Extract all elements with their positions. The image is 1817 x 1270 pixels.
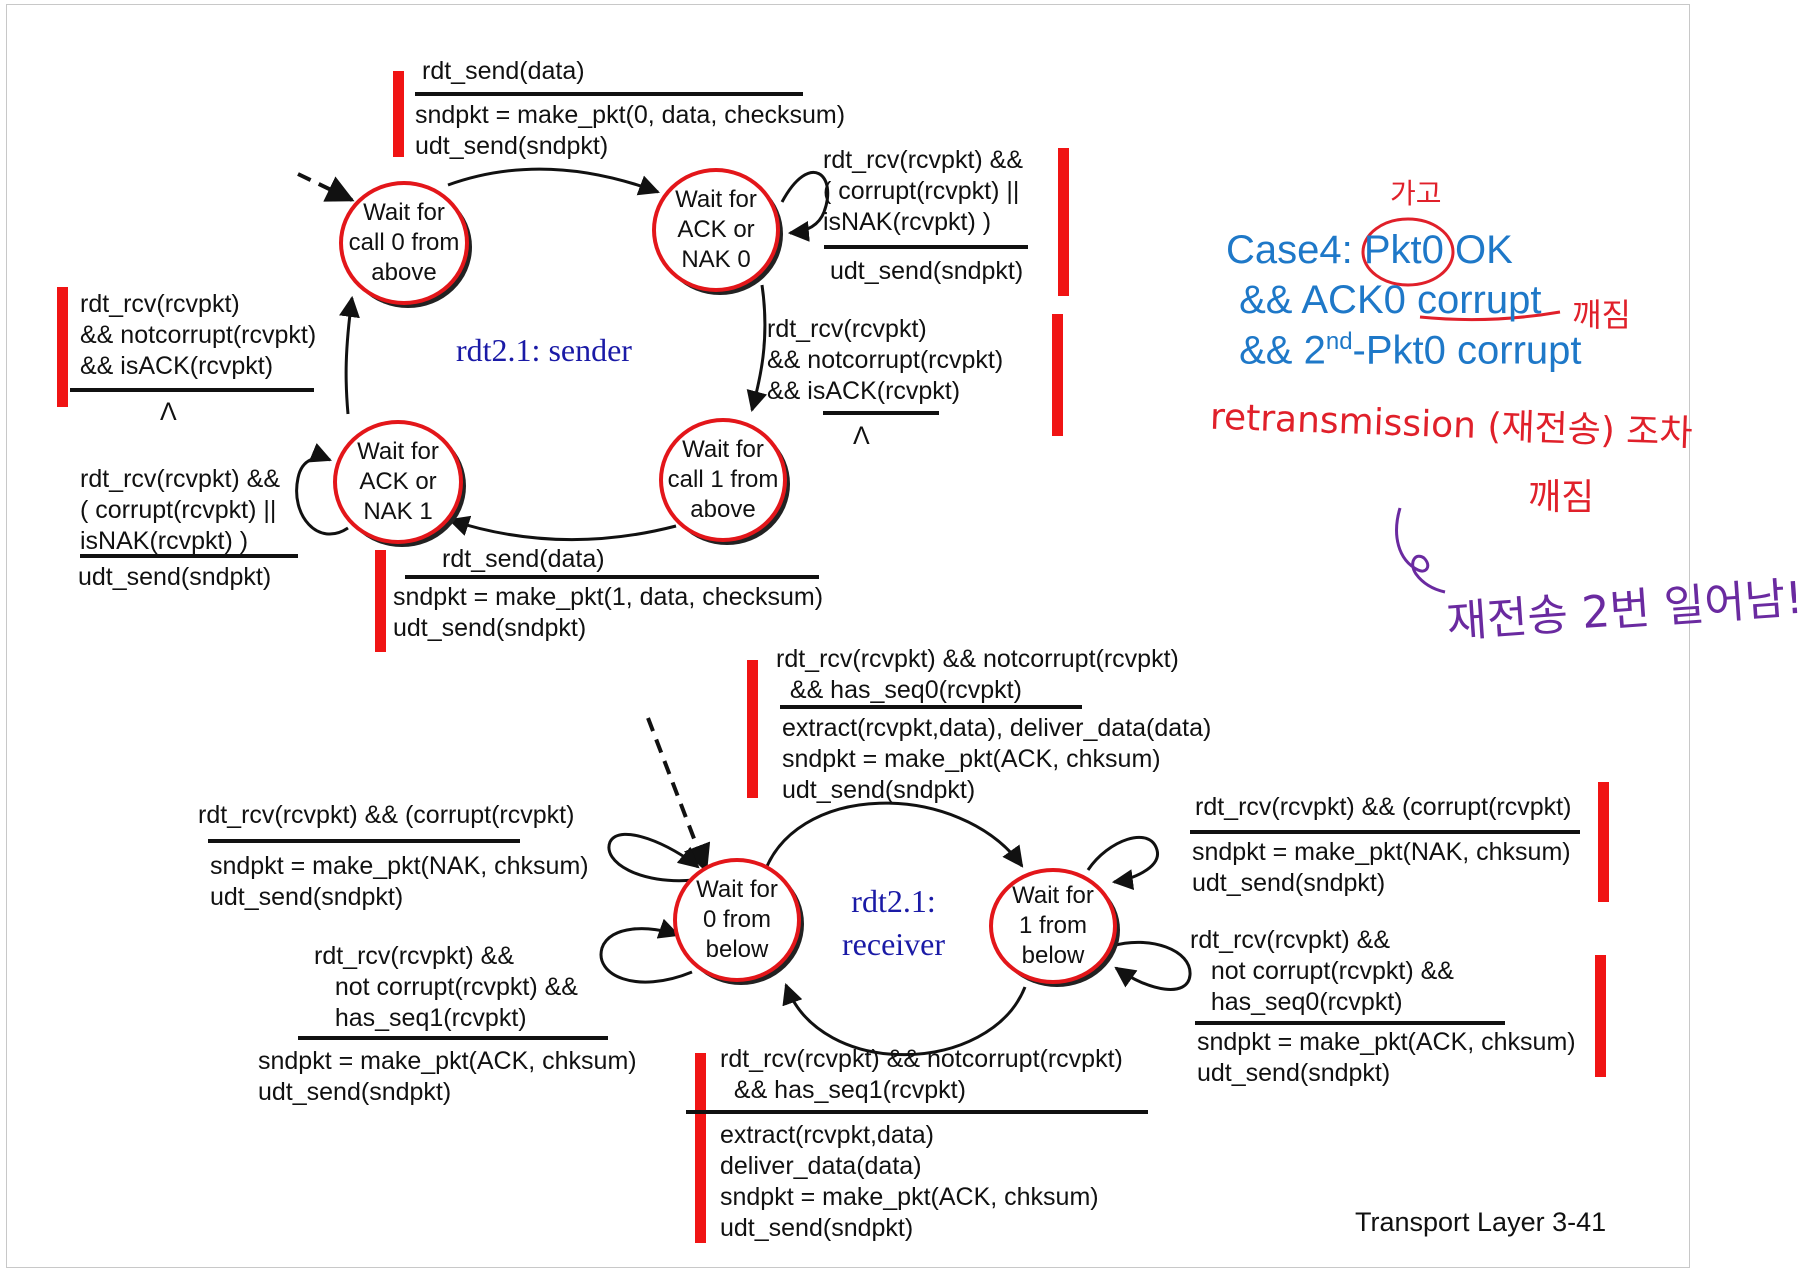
transition-action: Λ xyxy=(160,398,177,426)
case-line-3a: && 2 xyxy=(1228,328,1326,373)
transition-label: rdt_send(data) xyxy=(422,57,585,85)
state-wait-0-below: Wait for 0 from below xyxy=(673,858,801,982)
state-wait-call-1: Wait for call 1 from above xyxy=(659,418,787,542)
highlight-marker xyxy=(695,1053,706,1243)
transition-divider xyxy=(298,1036,608,1040)
footer-page-label: Transport Layer 3-41 xyxy=(1355,1207,1607,1237)
receiver-title: rdt2.1: receiver xyxy=(842,883,946,962)
transition-action: extract(rcvpkt,data) deliver_data(data) … xyxy=(720,1121,1099,1242)
transition-divider xyxy=(1195,1021,1505,1025)
transition-divider xyxy=(823,411,939,415)
highlight-marker xyxy=(747,660,758,798)
case-line-2: && ACK0 corrupt xyxy=(1228,278,1542,322)
transition-action: sndpkt = make_pkt(1, data, checksum) udt… xyxy=(393,583,824,642)
selfloop-ack1 xyxy=(295,443,349,536)
transition-label: rdt_rcv(rcvpkt) && ( corrupt(rcvpkt) || … xyxy=(823,146,1024,236)
arrow-wait1-to-wait0 xyxy=(782,983,1027,1057)
arrow-call0-to-ack0 xyxy=(447,167,660,196)
transition-action: sndpkt = make_pkt(ACK, chksum) udt_send(… xyxy=(1197,1028,1576,1087)
case-pkt0: Pkt0 xyxy=(1363,228,1444,272)
transition-action: sndpkt = make_pkt(ACK, chksum) udt_send(… xyxy=(258,1047,637,1106)
transition-divider xyxy=(405,575,819,579)
case-line-3: && 2nd-Pkt0 corrupt xyxy=(1228,328,1582,373)
slide-frame xyxy=(6,4,1690,1268)
transition-action: extract(rcvpkt,data), deliver_data(data)… xyxy=(782,714,1212,804)
transition-action: sndpkt = make_pkt(NAK, chksum) udt_send(… xyxy=(1192,838,1571,897)
handwriting-broken: 깨짐 xyxy=(1528,477,1595,518)
case-ok: OK xyxy=(1443,228,1513,272)
arrow-ack0-to-call1 xyxy=(746,284,768,413)
highlight-marker xyxy=(1052,314,1063,436)
transition-label: rdt_rcv(rcvpkt) && notcorrupt(rcvpkt) &&… xyxy=(80,290,317,380)
state-wait-ack-1-label: Wait for ACK or NAK 1 xyxy=(357,438,439,525)
highlight-marker xyxy=(57,287,68,407)
transition-divider xyxy=(780,705,1082,709)
handwriting-over-pkt0: 가고 xyxy=(1390,177,1442,210)
initial-arrow-receiver xyxy=(646,717,711,873)
highlight-marker xyxy=(1598,782,1609,902)
sender-title: rdt2.1: sender xyxy=(456,332,632,368)
transition-label: rdt_send(data) xyxy=(442,545,605,573)
state-wait-call-0-label: Wait for call 0 from above xyxy=(348,199,460,286)
transition-label: rdt_rcv(rcvpkt) && notcorrupt(rcvpkt) &&… xyxy=(767,315,1004,405)
highlight-marker xyxy=(1058,148,1069,296)
state-wait-ack-0: Wait for ACK or NAK 0 xyxy=(652,168,780,292)
transition-label: rdt_rcv(rcvpkt) && notcorrupt(rcvpkt) &&… xyxy=(776,645,1179,704)
transition-divider xyxy=(80,554,298,558)
corrupt-underline-mark xyxy=(1419,310,1561,322)
state-wait-1-below: Wait for 1 from below xyxy=(989,868,1117,984)
transition-label: rdt_rcv(rcvpkt) && (corrupt(rcvpkt) xyxy=(1195,793,1572,821)
transition-label: rdt_rcv(rcvpkt) && notcorrupt(rcvpkt) &&… xyxy=(720,1045,1123,1104)
state-wait-1-below-label: Wait for 1 from below xyxy=(1012,882,1094,969)
arrow-wait0-to-wait1 xyxy=(760,801,1024,881)
transition-divider xyxy=(208,839,520,843)
transition-label: rdt_rcv(rcvpkt) && not corrupt(rcvpkt) &… xyxy=(1190,926,1454,1016)
transition-divider xyxy=(415,92,803,96)
pkt0-circle-mark xyxy=(1361,217,1455,287)
initial-arrow-sender xyxy=(297,172,355,202)
case-line-3b: -Pkt0 corrupt xyxy=(1352,328,1582,373)
state-wait-ack-0-label: Wait for ACK or NAK 0 xyxy=(675,186,757,273)
handwriting-after-corrupt: 깨짐 xyxy=(1572,296,1631,334)
state-wait-call-1-label: Wait for call 1 from above xyxy=(667,436,779,523)
transition-divider xyxy=(686,1110,1148,1114)
selfloop-wait0-top xyxy=(607,832,700,883)
highlight-marker xyxy=(1595,955,1606,1077)
highlight-marker xyxy=(375,550,386,652)
transition-divider xyxy=(824,245,1028,249)
arrow-ack1-to-call0 xyxy=(339,295,360,415)
transition-label: rdt_rcv(rcvpkt) && ( corrupt(rcvpkt) || … xyxy=(80,465,281,555)
highlight-marker xyxy=(393,71,404,157)
selfloop-ack0 xyxy=(780,170,830,242)
case-prefix: Case4: xyxy=(1226,228,1364,272)
transition-action: udt_send(sndpkt) xyxy=(830,257,1024,285)
transition-label: rdt_rcv(rcvpkt) && not corrupt(rcvpkt) &… xyxy=(314,942,578,1032)
state-wait-ack-1: Wait for ACK or NAK 1 xyxy=(333,420,463,544)
state-wait-call-0: Wait for call 0 from above xyxy=(339,181,469,305)
purple-pointer-mark xyxy=(1395,507,1446,594)
transition-action: udt_send(sndpkt) xyxy=(78,563,272,591)
state-wait-0-below-label: Wait for 0 from below xyxy=(696,876,778,963)
transition-divider xyxy=(1190,830,1580,834)
transition-action: sndpkt = make_pkt(NAK, chksum) udt_send(… xyxy=(210,852,589,911)
transition-divider xyxy=(70,388,314,392)
transition-action: sndpkt = make_pkt(0, data, checksum) udt… xyxy=(415,101,846,160)
case-line-1: Case4: Pkt0 OK xyxy=(1226,228,1513,273)
case-line-3-sup: nd xyxy=(1325,328,1353,355)
transition-label: rdt_rcv(rcvpkt) && (corrupt(rcvpkt) xyxy=(198,801,575,829)
selfloop-wait1-bottom xyxy=(1111,940,1192,991)
arrow-call1-to-ack1 xyxy=(448,515,677,542)
transition-action: Λ xyxy=(853,422,870,450)
selfloop-wait0-bottom xyxy=(599,918,693,984)
selfloop-wait1-top xyxy=(1086,835,1159,891)
